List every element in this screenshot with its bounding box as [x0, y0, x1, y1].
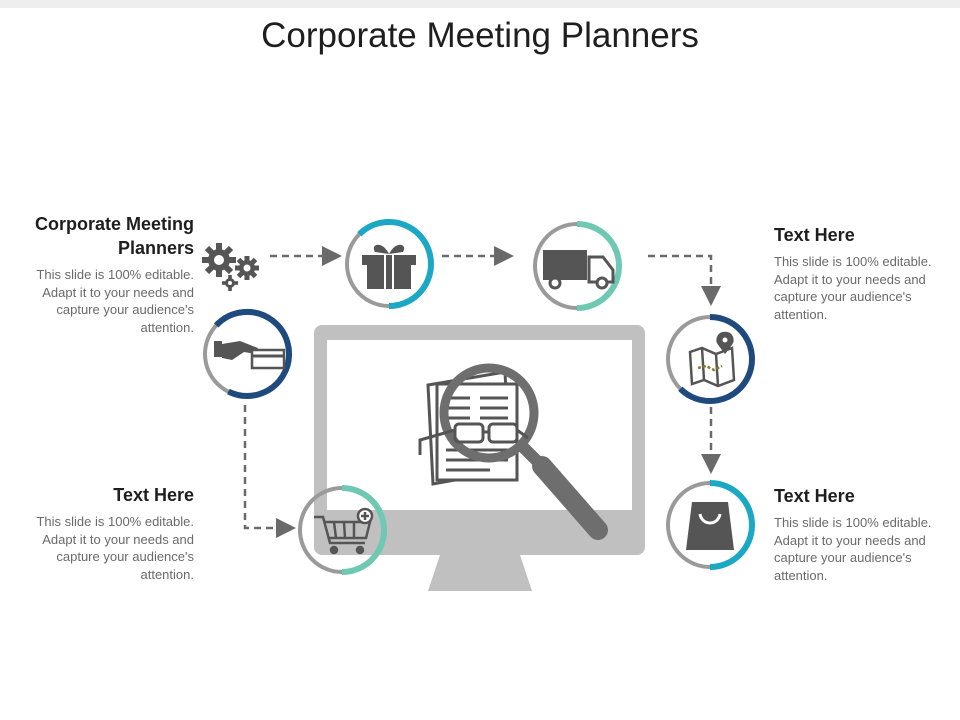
block-body: This slide is 100% editable. Adapt it to…: [774, 254, 932, 322]
shopping-bag-icon: [686, 502, 734, 550]
card-payment-icon: [214, 341, 286, 370]
document-search-icon: [418, 363, 608, 540]
gears-icon: [202, 243, 259, 291]
block-body: This slide is 100% editable. Adapt it to…: [36, 514, 194, 582]
top-bar: [0, 0, 960, 8]
block-heading: Corporate Meeting Planners: [34, 214, 194, 258]
shopping-cart-icon: [314, 507, 374, 555]
page-title: Corporate Meeting Planners: [261, 16, 699, 55]
node-map: [666, 314, 755, 404]
node-card-payment: [203, 309, 293, 399]
connectors: [243, 246, 721, 538]
block-body: This slide is 100% editable. Adapt it to…: [774, 515, 932, 583]
node-truck: [533, 221, 622, 311]
truck-icon: [543, 250, 615, 290]
text-block-bottom-right: Text Here This slide is 100% editable. A…: [774, 484, 954, 584]
text-block-bottom-left: Text Here This slide is 100% editable. A…: [14, 483, 194, 583]
node-cart: [298, 485, 387, 575]
block-heading: Text Here: [113, 485, 194, 505]
text-block-top-left: Corporate Meeting Planners This slide is…: [14, 212, 194, 336]
text-block-top-right: Text Here This slide is 100% editable. A…: [774, 223, 954, 323]
gift-icon: [362, 244, 416, 289]
node-gift: [345, 219, 434, 309]
block-body: This slide is 100% editable. Adapt it to…: [36, 267, 194, 335]
node-shopping-bag: [666, 480, 755, 570]
map-pin-icon: [688, 331, 736, 388]
block-heading: Text Here: [774, 486, 855, 506]
block-heading: Text Here: [774, 225, 855, 245]
